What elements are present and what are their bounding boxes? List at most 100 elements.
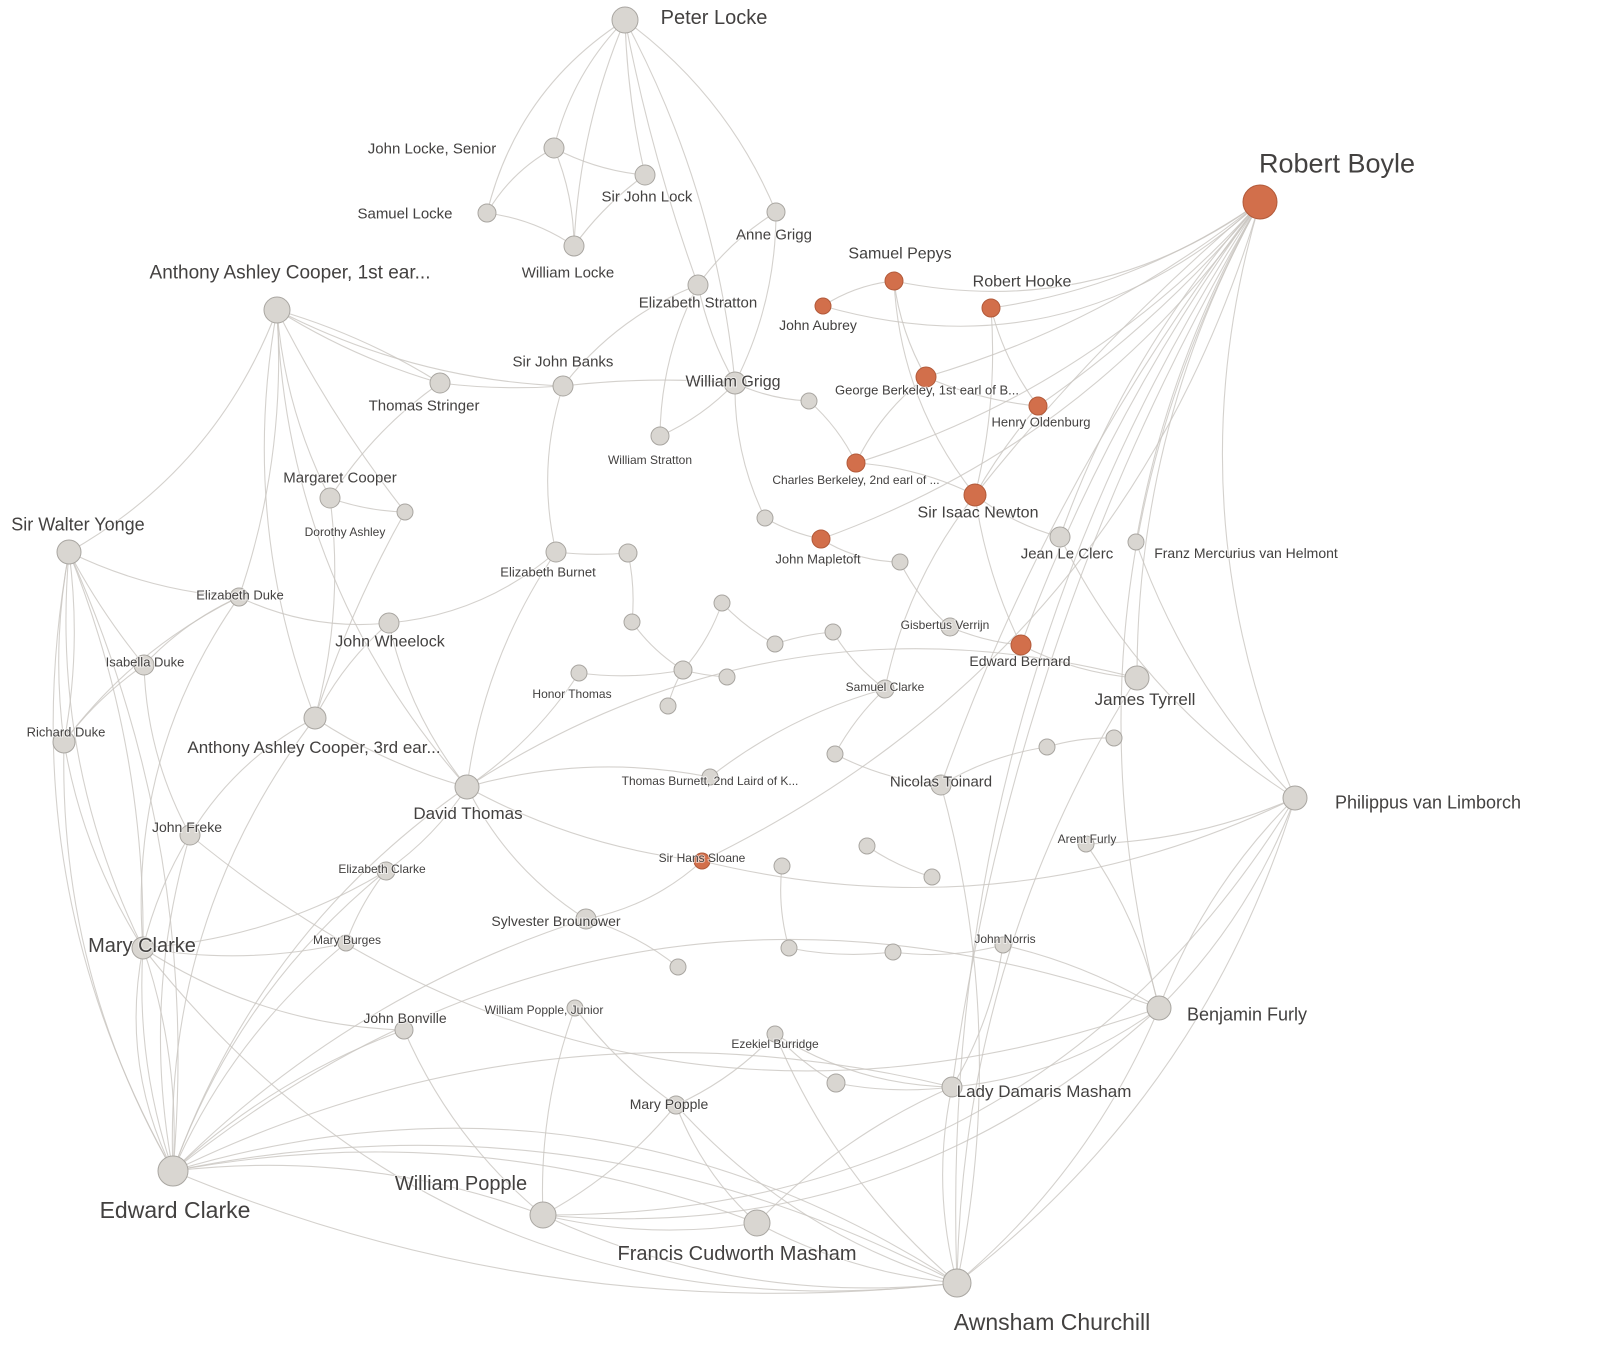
- node-jt[interactable]: [1124, 665, 1150, 691]
- edge-mc-ac: [142, 947, 958, 1292]
- node-gv[interactable]: [940, 617, 960, 637]
- node-swy[interactable]: [56, 539, 82, 565]
- node-jm[interactable]: [811, 529, 831, 549]
- node-u9-unlabeled[interactable]: [673, 660, 693, 680]
- node-mc2[interactable]: [319, 487, 341, 509]
- node-sb[interactable]: [575, 908, 597, 930]
- node-fh[interactable]: [1127, 533, 1145, 551]
- node-pvl[interactable]: [1282, 785, 1308, 811]
- node-rd[interactable]: [52, 730, 76, 754]
- node-af[interactable]: [1077, 835, 1095, 853]
- node-u15-unlabeled[interactable]: [773, 857, 791, 875]
- node-u11-unlabeled[interactable]: [659, 697, 677, 715]
- edge-wpj-wp: [541, 1007, 576, 1216]
- node-u18-unlabeled[interactable]: [669, 958, 687, 976]
- node-label-pl: Peter Locke: [661, 7, 768, 29]
- node-ws[interactable]: [650, 426, 670, 446]
- node-u17-unlabeled[interactable]: [884, 943, 902, 961]
- node-u20-unlabeled[interactable]: [1105, 729, 1123, 747]
- node-mb[interactable]: [337, 934, 355, 952]
- edge-u16-u17: [788, 947, 894, 955]
- node-hs[interactable]: [693, 852, 711, 870]
- edge-u9-u5: [682, 602, 723, 671]
- node-jf[interactable]: [179, 824, 201, 846]
- node-ht[interactable]: [570, 664, 588, 682]
- node-u5-unlabeled[interactable]: [713, 594, 731, 612]
- node-jn[interactable]: [994, 936, 1012, 954]
- edge-c1-ts: [276, 309, 441, 384]
- node-label-fcm: Francis Cudworth Masham: [618, 1243, 857, 1265]
- node-jb[interactable]: [394, 1020, 414, 1040]
- node-u14-unlabeled[interactable]: [923, 868, 941, 886]
- node-cb[interactable]: [846, 453, 866, 473]
- node-ag[interactable]: [766, 202, 786, 222]
- node-c1[interactable]: [263, 296, 291, 324]
- node-u21-unlabeled[interactable]: [826, 1073, 846, 1093]
- node-gb[interactable]: [915, 366, 937, 388]
- node-wp[interactable]: [529, 1201, 557, 1229]
- node-fcm[interactable]: [743, 1209, 771, 1237]
- node-u6-unlabeled[interactable]: [623, 613, 641, 631]
- edge-pl-sjl: [624, 19, 646, 176]
- node-dm[interactable]: [941, 1076, 963, 1098]
- edge-rb-cb: [855, 201, 1261, 464]
- node-u16-unlabeled[interactable]: [780, 939, 798, 957]
- node-mp[interactable]: [666, 1095, 686, 1115]
- node-pl[interactable]: [611, 6, 639, 34]
- node-u4-unlabeled[interactable]: [618, 543, 638, 563]
- node-ts[interactable]: [429, 372, 451, 394]
- node-c3[interactable]: [303, 706, 327, 730]
- node-rb[interactable]: [1242, 184, 1278, 220]
- edge-u7-sc: [832, 631, 886, 690]
- edge-ed-jw: [238, 596, 390, 626]
- node-sjl[interactable]: [634, 164, 656, 186]
- node-rh[interactable]: [981, 298, 1001, 318]
- node-jlc[interactable]: [1049, 526, 1071, 548]
- node-u3-unlabeled[interactable]: [891, 553, 909, 571]
- node-sjb[interactable]: [552, 375, 574, 397]
- node-ezb[interactable]: [766, 1025, 784, 1043]
- node-nt[interactable]: [930, 774, 952, 796]
- edge-tb-dt: [466, 766, 711, 788]
- node-u1-unlabeled[interactable]: [800, 392, 818, 410]
- node-ec2[interactable]: [376, 861, 396, 881]
- node-u12-unlabeled[interactable]: [826, 745, 844, 763]
- node-u2-unlabeled[interactable]: [756, 509, 774, 527]
- node-es[interactable]: [687, 274, 709, 296]
- node-u13-unlabeled[interactable]: [858, 837, 876, 855]
- node-ec[interactable]: [157, 1155, 189, 1187]
- node-u7-unlabeled[interactable]: [824, 623, 842, 641]
- edge-dt-eb: [466, 551, 557, 788]
- node-sc[interactable]: [875, 679, 895, 699]
- node-eb[interactable]: [545, 541, 567, 563]
- node-wl[interactable]: [563, 235, 585, 257]
- edge-rh-in: [974, 307, 994, 496]
- node-u10-unlabeled[interactable]: [718, 668, 736, 686]
- node-jls[interactable]: [543, 137, 565, 159]
- node-tb[interactable]: [701, 768, 719, 786]
- node-sp[interactable]: [884, 271, 904, 291]
- node-ac[interactable]: [942, 1268, 972, 1298]
- node-dt[interactable]: [454, 774, 480, 800]
- node-label-ac: Awnsham Churchill: [954, 1309, 1150, 1335]
- node-u19-unlabeled[interactable]: [1038, 738, 1056, 756]
- edge-wp-bf: [542, 1007, 1160, 1220]
- edge-c1-sjb: [276, 309, 564, 387]
- node-da[interactable]: [396, 503, 414, 521]
- node-sl[interactable]: [477, 203, 497, 223]
- node-in[interactable]: [963, 483, 987, 507]
- node-mc[interactable]: [131, 936, 155, 960]
- node-ho[interactable]: [1028, 396, 1048, 416]
- node-wg[interactable]: [723, 371, 747, 395]
- edge-c1-mc2: [276, 309, 331, 499]
- edge-wg-ws: [659, 382, 736, 437]
- node-u8-unlabeled[interactable]: [766, 635, 784, 653]
- node-wpj[interactable]: [566, 999, 584, 1017]
- node-id[interactable]: [133, 654, 155, 676]
- node-ed[interactable]: [229, 587, 249, 607]
- node-ja[interactable]: [814, 297, 832, 315]
- node-ebd[interactable]: [1010, 634, 1032, 656]
- node-bf[interactable]: [1146, 995, 1172, 1021]
- node-jw[interactable]: [378, 612, 400, 634]
